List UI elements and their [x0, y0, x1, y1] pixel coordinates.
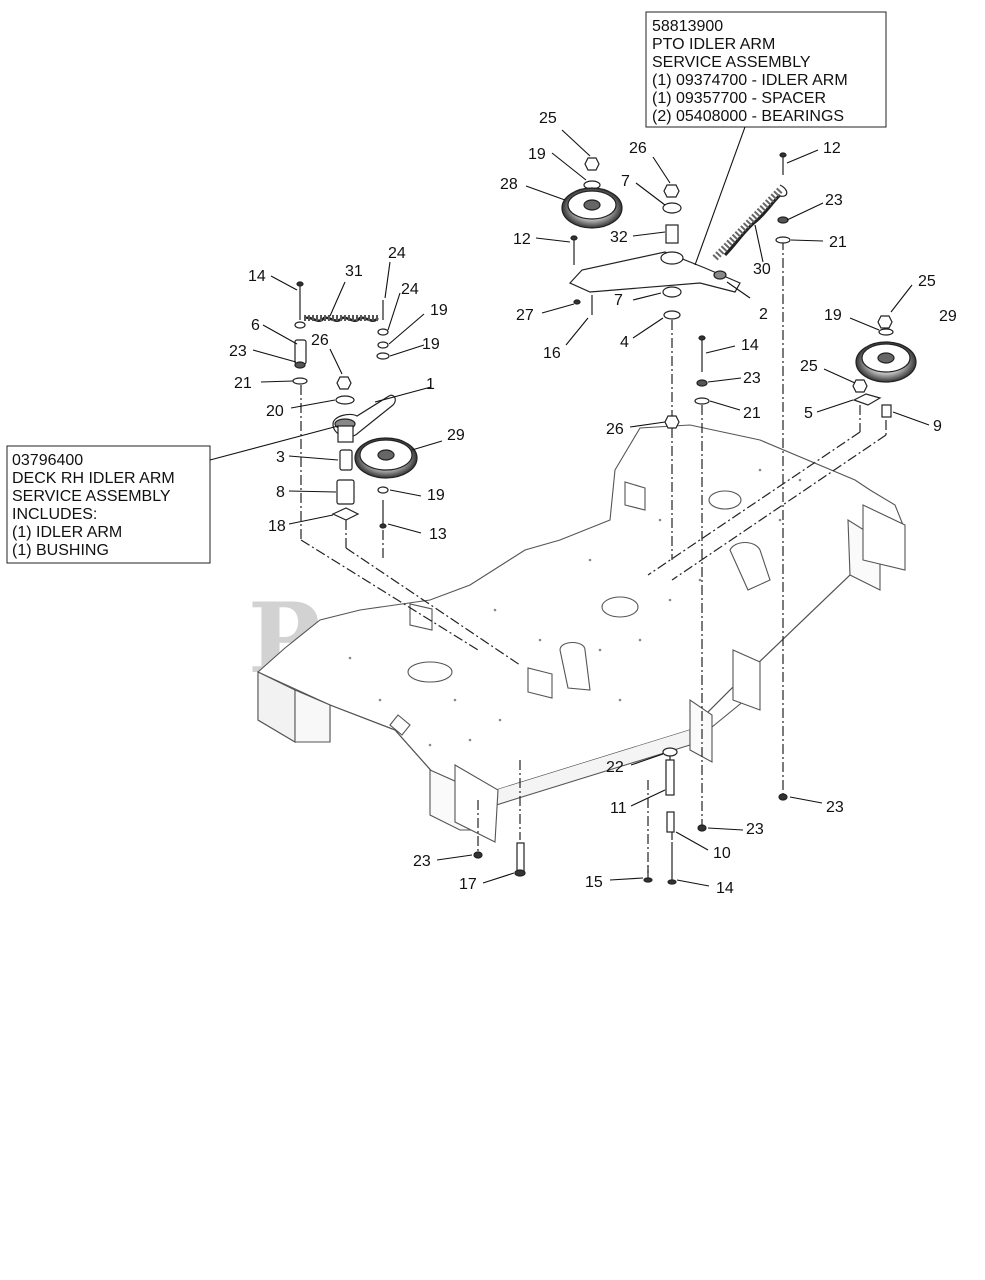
deck-callout-line-6: (1) BUSHING: [12, 542, 109, 559]
nut-25-lower-right: [852, 379, 868, 393]
bearing-7-bottom: [662, 286, 682, 298]
washer-left: [294, 321, 306, 329]
part-label-14-center: 14: [741, 337, 759, 354]
part-label-26-lower: 26: [606, 421, 624, 438]
part-label-13: 13: [429, 526, 447, 543]
part-label-5: 5: [804, 405, 813, 422]
part-label-26-center: 26: [629, 140, 647, 157]
part-label-23-left: 23: [229, 343, 247, 360]
nut-25-right: [877, 315, 893, 329]
part-label-19-right: 19: [824, 307, 842, 324]
part-label-29-right: 29: [939, 308, 957, 325]
part-label-11: 11: [610, 800, 627, 817]
part-label-2: 2: [759, 306, 768, 323]
pto-callout-line-2: PTO IDLER ARM: [652, 36, 775, 53]
right-pulley-assembly: [852, 315, 917, 418]
part-label-25-center: 25: [539, 110, 557, 127]
deck-callout-line-3: SERVICE ASSEMBLY: [12, 488, 171, 505]
part-label-21-center: 21: [743, 405, 761, 422]
part-label-12-left: 12: [513, 231, 531, 248]
part-label-21-left: 21: [234, 375, 252, 392]
part-label-19-left-mid: 19: [422, 336, 440, 353]
part-label-14-bottom: 14: [716, 880, 734, 897]
part-label-22: 22: [606, 759, 624, 776]
part-label-21-right: 21: [829, 234, 847, 251]
washer-21-left: [292, 377, 308, 385]
deck-callout-line-4: INCLUDES:: [12, 506, 97, 523]
mower-deck: [257, 424, 906, 843]
part-label-9: 9: [933, 418, 942, 435]
part-label-16: 16: [543, 345, 561, 362]
pto-callout-line-1: 58813900: [652, 18, 723, 35]
part-label-8: 8: [276, 484, 285, 501]
deck-service-assembly-callout: 03796400 DECK RH IDLER ARM SERVICE ASSEM…: [6, 425, 339, 564]
part-label-23-right: 23: [825, 192, 843, 209]
plate-18: [331, 507, 360, 521]
deck-callout-line-1: 03796400: [12, 452, 83, 469]
left-idler-assembly: [292, 281, 418, 529]
part-label-23-bottom-left: 23: [413, 853, 431, 870]
bearing-7-top: [662, 202, 682, 214]
pto-callout-line-3: SERVICE ASSEMBLY: [652, 54, 811, 71]
assembly-guide-lines: [300, 240, 887, 873]
nut-25-center: [584, 157, 600, 171]
bracket-5: [852, 393, 882, 406]
part-label-25-lower-right: 25: [800, 358, 818, 375]
part-label-10: 10: [713, 845, 731, 862]
pto-callout-line-6: (2) 05408000 - BEARINGS: [652, 108, 844, 125]
part-label-7-bottom: 7: [614, 292, 623, 309]
part-label-31: 31: [345, 263, 363, 280]
part-label-6: 6: [251, 317, 260, 334]
part-label-3: 3: [276, 449, 285, 466]
part-label-29-left: 29: [447, 427, 465, 444]
spring-30: [723, 193, 782, 257]
part-label-1: 1: [426, 376, 435, 393]
nut-26-left: [336, 376, 352, 390]
part-label-26-left: 26: [311, 332, 329, 349]
washer-20: [335, 395, 355, 405]
nut-26-lower: [664, 415, 680, 429]
washer-22: [662, 747, 678, 757]
part-label-12-right: 12: [823, 140, 841, 157]
part-label-23-center: 23: [743, 370, 761, 387]
spacer-11: [665, 759, 675, 796]
part-label-27: 27: [516, 307, 534, 324]
spacer-8: [336, 479, 355, 505]
leader-lines: [252, 129, 930, 887]
part-label-19-center: 19: [528, 146, 546, 163]
part-label-19-left-top: 19: [430, 302, 448, 319]
bushing-9: [881, 404, 892, 418]
part-label-28: 28: [500, 176, 518, 193]
bushing-3: [339, 449, 353, 471]
part-label-17: 17: [459, 876, 477, 893]
washer-4: [663, 310, 681, 320]
part-label-19-left-bottom: 19: [427, 487, 445, 504]
bolt-17: [516, 842, 525, 872]
spacer-32: [665, 224, 679, 244]
part-label-15: 15: [585, 874, 603, 891]
nut-26-center: [663, 184, 680, 198]
part-label-23-far-right: 23: [826, 799, 844, 816]
pto-callout-line-5: (1) 09357700 - SPACER: [652, 90, 826, 107]
pto-callout-line-4: (1) 09374700 - IDLER ARM: [652, 72, 848, 89]
part-label-23-lower: 23: [746, 821, 764, 838]
part-label-25-right: 25: [918, 273, 936, 290]
part-label-24-top: 24: [388, 245, 406, 262]
part-label-24: 24: [401, 281, 419, 298]
bolt-10: [666, 811, 675, 833]
part-label-30: 30: [753, 261, 771, 278]
part-number-labels: 1 2 3 4 5 6 7 7 8 9 10 11 12 12 13 14 14…: [229, 110, 957, 897]
pto-service-assembly-callout: 58813900 PTO IDLER ARM SERVICE ASSEMBLY …: [645, 11, 887, 266]
pto-idler-arm-2: [568, 251, 741, 293]
part-label-7-top: 7: [621, 173, 630, 190]
part-label-4: 4: [620, 334, 629, 351]
part-label-18: 18: [268, 518, 286, 535]
part-label-20: 20: [266, 403, 284, 420]
part-label-32: 32: [610, 229, 628, 246]
lower-hardware: [473, 747, 788, 885]
deck-callout-line-5: (1) IDLER ARM: [12, 524, 122, 541]
deck-callout-line-2: DECK RH IDLER ARM: [12, 470, 175, 487]
part-label-14-left: 14: [248, 268, 266, 285]
